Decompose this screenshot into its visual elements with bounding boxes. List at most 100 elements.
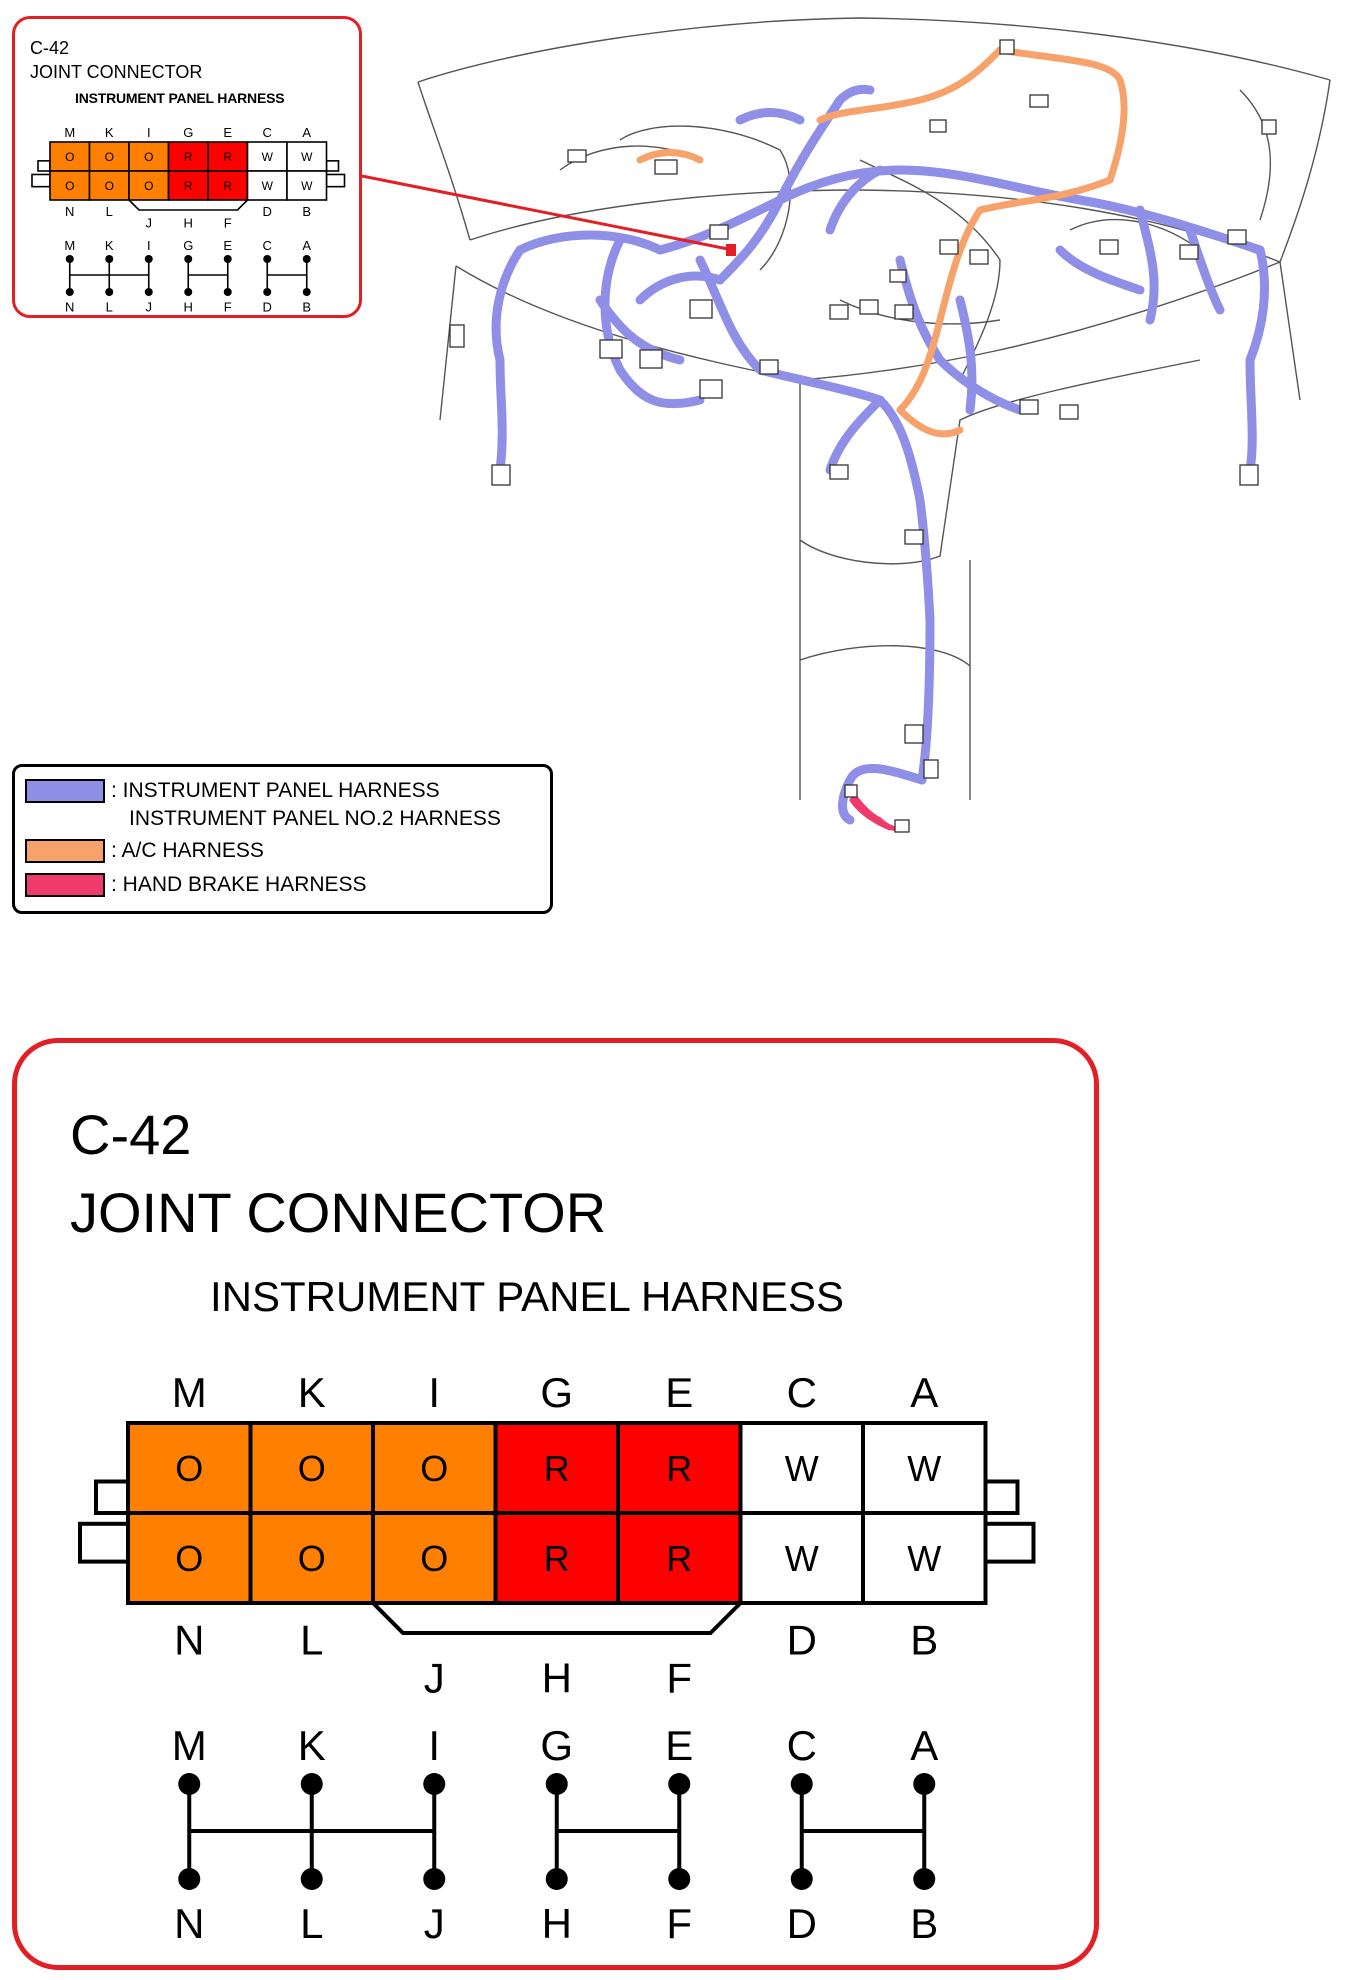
joint-terminal-l [105, 288, 114, 296]
pin-color-code-k: O [105, 150, 114, 164]
inset-connector-id: C-42 [30, 38, 70, 58]
top-pin-label-m: M [64, 125, 75, 140]
panel-harness-name: INSTRUMENT PANEL HARNESS [210, 1273, 844, 1320]
top-pin-label-a: A [302, 125, 311, 140]
pin-cell-g [493, 1421, 620, 1515]
pin-color-code-n: O [65, 179, 74, 193]
connector-latch-right-top [983, 1479, 1020, 1515]
joint-terminal-h [184, 288, 193, 296]
joint-terminal-g [184, 255, 193, 263]
pin-color-code-a: W [301, 150, 313, 164]
legend-swatch-hand-brake [25, 873, 105, 897]
joint-terminal-j [423, 1868, 446, 1890]
top-pin-label-a: A [910, 1369, 938, 1416]
joint-top-label-i: I [147, 238, 151, 253]
joint-terminal-d [790, 1868, 813, 1890]
joint-bottom-label-h: H [542, 1900, 572, 1947]
joint-terminal-b [302, 288, 311, 296]
top-pin-label-k: K [105, 125, 114, 140]
joint-terminal-e [223, 255, 232, 263]
joint-terminal-k [105, 255, 114, 263]
pin-color-code-m: O [175, 1448, 203, 1489]
panel-connector-id: C-42 [70, 1103, 192, 1166]
top-pin-label-m: M [172, 1369, 207, 1416]
pin-cell-f [207, 170, 249, 201]
top-pin-label-i: I [147, 125, 151, 140]
connector-location-marker [726, 244, 736, 256]
joint-terminal-m [178, 1773, 201, 1795]
connector-latch-left-top [94, 1479, 130, 1515]
bottom-pin-label-j: J [146, 216, 153, 231]
top-pin-label-k: K [298, 1369, 326, 1416]
pin-cell-n [126, 1511, 253, 1605]
pin-color-code-l: O [298, 1538, 326, 1579]
pin-color-code-e: R [223, 150, 232, 164]
harness-legend: : INSTRUMENT PANEL HARNESS INSTRUMENT PA… [12, 764, 553, 914]
joint-top-label-e: E [665, 1722, 693, 1769]
pin-color-code-h: R [184, 179, 193, 193]
pin-cell-h [167, 170, 209, 201]
joint-terminal-c [790, 1773, 813, 1795]
pin-cell-b [286, 170, 328, 201]
joint-top-label-k: K [105, 238, 114, 253]
bottom-pin-label-b: B [302, 204, 311, 219]
joint-top-label-g: G [183, 238, 193, 253]
joint-terminal-j [144, 288, 153, 296]
top-pin-label-c: C [263, 125, 272, 140]
bottom-pin-label-n: N [174, 1617, 204, 1664]
legend-item-instrument-panel: : INSTRUMENT PANEL HARNESS [25, 779, 440, 803]
pin-color-code-e: R [666, 1448, 692, 1489]
harness-connector-blocks [449, 39, 1277, 833]
joint-top-label-e: E [223, 238, 232, 253]
connector-latch-right-bottom [983, 1521, 1036, 1564]
pin-color-code-c: W [262, 150, 274, 164]
pin-color-code-m: O [65, 150, 74, 164]
pin-color-code-l: O [105, 179, 114, 193]
joint-top-label-m: M [64, 238, 75, 253]
pin-color-code-c: W [785, 1448, 819, 1489]
joint-top-label-m: M [172, 1722, 207, 1769]
joint-bottom-label-j: J [424, 1900, 445, 1947]
joint-terminal-f [223, 288, 232, 296]
joint-terminal-l [300, 1868, 323, 1890]
joint-top-label-g: G [540, 1722, 573, 1769]
joint-terminal-c [263, 255, 272, 263]
joint-bottom-label-j: J [146, 299, 153, 314]
joint-bottom-label-f: F [224, 299, 232, 314]
joint-terminal-n [65, 288, 74, 296]
legend-sublabel-instrument-panel-no2: INSTRUMENT PANEL NO.2 HARNESS [129, 807, 501, 830]
pin-color-code-g: R [184, 150, 193, 164]
joint-bottom-label-b: B [910, 1900, 938, 1947]
joint-bottom-label-b: B [302, 299, 311, 314]
pin-color-code-j: O [420, 1538, 448, 1579]
bottom-pin-label-j: J [424, 1654, 445, 1701]
joint-bottom-label-n: N [174, 1900, 204, 1947]
bottom-pin-label-f: F [666, 1654, 692, 1701]
joint-terminal-n [178, 1868, 201, 1890]
pin-color-code-h: R [544, 1538, 570, 1579]
pin-color-code-d: W [262, 179, 274, 193]
connector-locator-line [361, 174, 734, 252]
legend-item-ac: : A/C HARNESS [25, 839, 264, 863]
pin-cell-j [128, 170, 170, 201]
top-pin-label-g: G [540, 1369, 573, 1416]
pin-color-code-f: R [223, 179, 232, 193]
pin-cell-b [861, 1511, 988, 1605]
connector-key-outline [371, 1601, 742, 1635]
joint-bottom-label-d: D [787, 1900, 817, 1947]
joint-top-label-k: K [298, 1722, 326, 1769]
joint-top-label-a: A [910, 1722, 938, 1769]
pin-color-code-a: W [907, 1448, 941, 1489]
joint-terminal-d [263, 288, 272, 296]
top-pin-label-e: E [665, 1369, 693, 1416]
bottom-pin-label-l: L [300, 1617, 323, 1664]
bottom-pin-label-f: F [224, 216, 232, 231]
joint-bottom-label-n: N [65, 299, 74, 314]
legend-label-ac: : A/C HARNESS [111, 839, 264, 862]
joint-top-label-c: C [263, 238, 272, 253]
pin-color-code-i: O [420, 1448, 448, 1489]
legend-label-instrument-panel: : INSTRUMENT PANEL HARNESS [111, 779, 440, 802]
joint-top-label-a: A [302, 238, 311, 253]
